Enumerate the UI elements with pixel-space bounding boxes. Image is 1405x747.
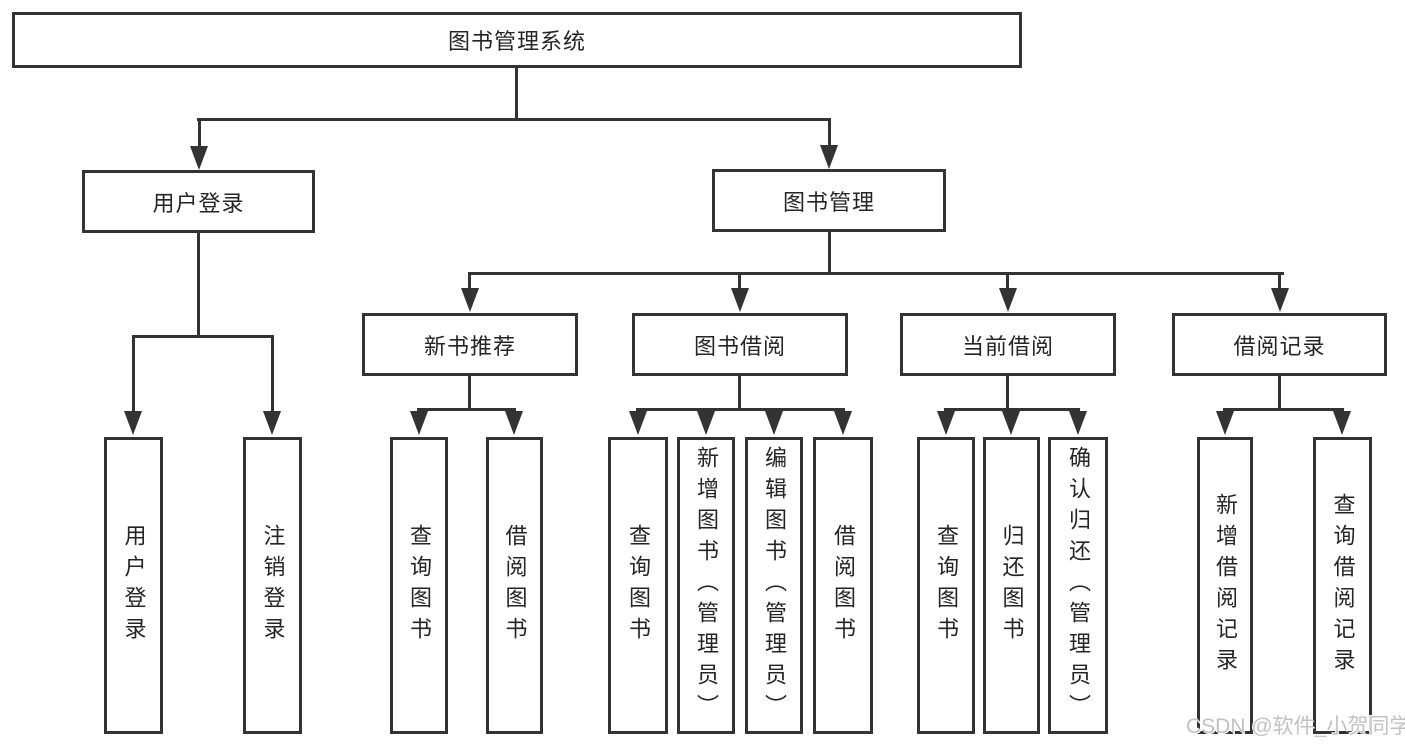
- leaf-label: 新增借阅记录: [1213, 492, 1238, 679]
- leaf-query-books: 查询图书: [390, 437, 448, 734]
- arrow-down-icon: [124, 411, 142, 435]
- leaf-borrow-books: 借阅图书: [813, 437, 873, 734]
- connector-user-stem: [197, 233, 200, 335]
- node-label: 图书管理: [782, 189, 875, 215]
- connector-records-stem: [1278, 376, 1281, 408]
- connector-drop-user: [198, 118, 201, 150]
- arrow-down-icon: [190, 146, 208, 170]
- connector-borrow-bar: [636, 408, 845, 411]
- arrow-down-icon: [937, 411, 955, 435]
- connector-root-bar: [197, 118, 831, 121]
- leaf-borrow-books: 借阅图书: [486, 437, 543, 734]
- connector-newbook-stem: [468, 376, 471, 408]
- arrow-down-icon: [1069, 411, 1087, 435]
- connector-drop-l3: [1278, 272, 1281, 290]
- leaf-label: 注销登录: [260, 523, 286, 648]
- connector-root-stem: [515, 68, 518, 118]
- connector-book-stem: [828, 232, 831, 272]
- node-label: 新书推荐: [423, 333, 516, 359]
- connector-newbook-bar: [417, 408, 516, 411]
- leaf-query-borrow-record: 查询借阅记录: [1313, 437, 1372, 734]
- connector-current-stem: [1006, 376, 1009, 408]
- arrow-down-icon: [834, 411, 852, 435]
- connector-borrow-stem: [738, 376, 741, 408]
- arrow-down-icon: [410, 411, 428, 435]
- leaf-logout-login: 注销登录: [243, 437, 302, 734]
- node-label: 用户登录: [152, 190, 245, 216]
- connector-drop-leaf: [271, 335, 274, 413]
- node-book-borrowing: 图书借阅: [632, 313, 848, 376]
- connector-drop-book: [828, 118, 831, 148]
- connector-drop-l3: [468, 272, 471, 290]
- arrow-down-icon: [999, 288, 1017, 312]
- node-current-borrowing: 当前借阅: [900, 313, 1116, 376]
- node-label: 图书管理系统: [447, 29, 586, 54]
- leaf-label: 新增图书（管理员）: [694, 446, 719, 725]
- leaf-add-book-admin: 新增图书（管理员）: [677, 437, 735, 734]
- arrow-down-icon: [697, 411, 715, 435]
- node-borrowing-records: 借阅记录: [1172, 313, 1387, 376]
- node-new-book-recommendation: 新书推荐: [362, 313, 578, 376]
- leaf-label: 确认归还（管理员）: [1066, 446, 1091, 725]
- leaf-query-books: 查询图书: [917, 437, 975, 734]
- connector-current-bar: [944, 408, 1080, 411]
- node-label: 图书借阅: [693, 333, 786, 359]
- connector-drop-l3: [738, 272, 741, 290]
- node-label: 当前借阅: [961, 333, 1054, 359]
- leaf-label: 用户登录: [121, 523, 147, 648]
- csdn-watermark: CSDN @软件_小贺同学: [1186, 715, 1405, 738]
- leaf-label: 查询图书: [407, 523, 432, 648]
- leaf-label: 编辑图书（管理员）: [762, 446, 787, 725]
- arrow-down-icon: [263, 411, 281, 435]
- leaf-label: 归还图书: [999, 523, 1025, 648]
- arrow-down-icon: [1271, 288, 1289, 312]
- leaf-edit-book-admin: 编辑图书（管理员）: [745, 437, 803, 734]
- leaf-label: 查询图书: [934, 523, 959, 648]
- arrow-down-icon: [731, 288, 749, 312]
- node-user-login: 用户登录: [82, 170, 315, 233]
- connector-user-bar: [132, 335, 274, 338]
- leaf-return-books: 归还图书: [983, 437, 1040, 734]
- arrow-down-icon: [461, 288, 479, 312]
- arrow-down-icon: [505, 411, 523, 435]
- connector-book-bar: [468, 272, 1284, 275]
- connector-drop-l3: [1006, 272, 1009, 290]
- arrow-down-icon: [1333, 411, 1351, 435]
- leaf-label: 查询借阅记录: [1330, 492, 1356, 679]
- connector-records-bar: [1223, 408, 1344, 411]
- connector-drop-leaf: [132, 335, 135, 413]
- arrow-down-icon: [820, 145, 838, 169]
- leaf-confirm-return-admin: 确认归还（管理员）: [1048, 437, 1108, 734]
- arrow-down-icon: [629, 411, 647, 435]
- leaf-label: 借阅图书: [831, 523, 856, 648]
- node-label: 借阅记录: [1233, 333, 1326, 359]
- leaf-user-login: 用户登录: [104, 437, 163, 734]
- leaf-query-books: 查询图书: [608, 437, 668, 734]
- arrow-down-icon: [1002, 411, 1020, 435]
- leaf-add-borrow-record: 新增借阅记录: [1197, 437, 1253, 734]
- node-library-management-system: 图书管理系统: [12, 12, 1022, 68]
- arrow-down-icon: [765, 411, 783, 435]
- leaf-label: 借阅图书: [502, 523, 528, 648]
- node-book-management: 图书管理: [712, 169, 946, 232]
- arrow-down-icon: [1216, 411, 1234, 435]
- leaf-label: 查询图书: [626, 523, 651, 648]
